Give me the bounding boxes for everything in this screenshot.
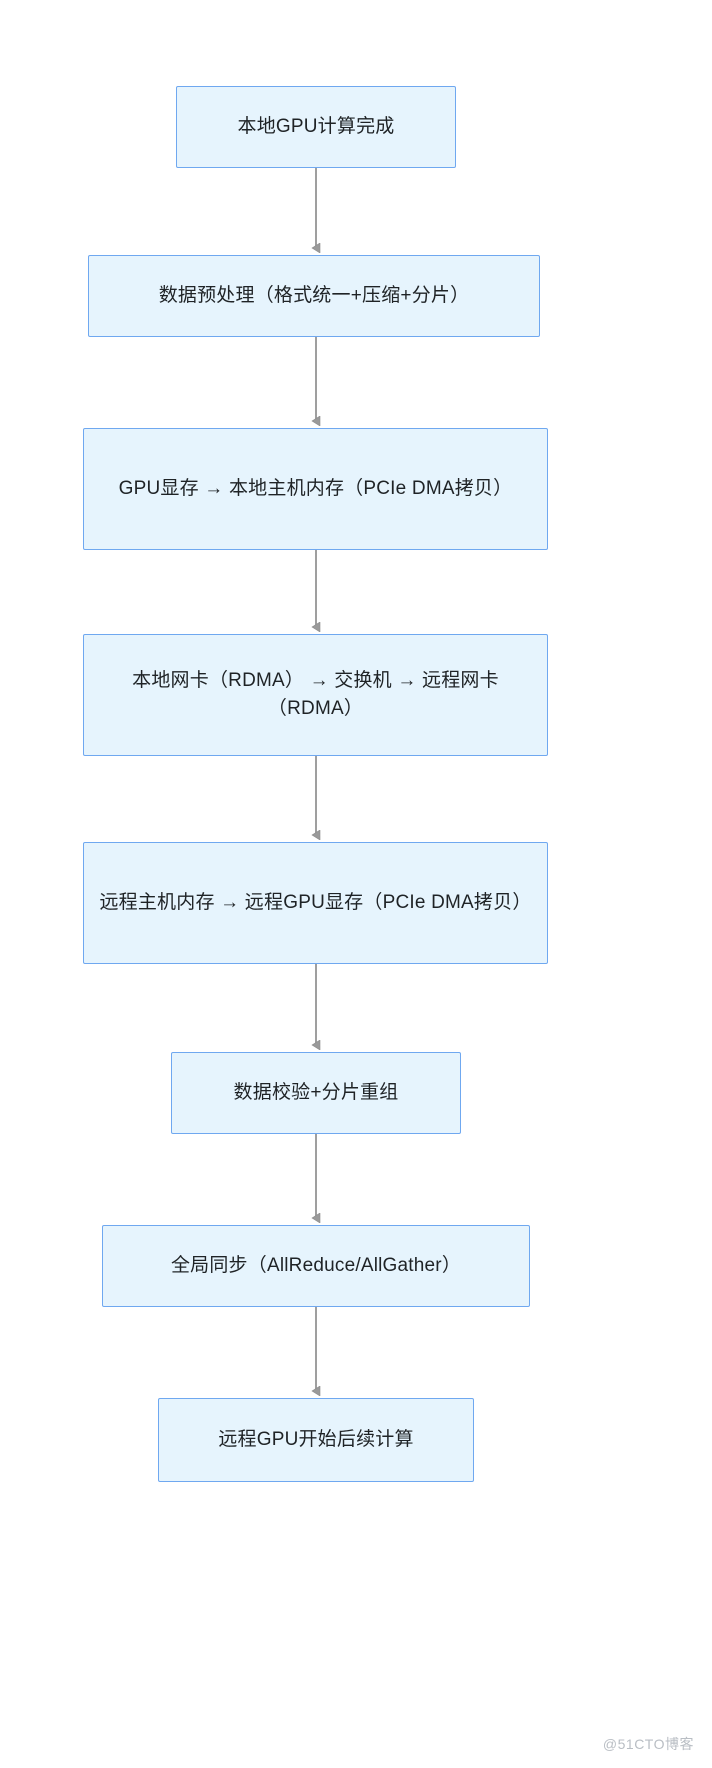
flow-node-label: 数据预处理（格式统一+压缩+分片） bbox=[158, 285, 470, 307]
watermark-text: @51CTO博客 bbox=[602, 1736, 694, 1752]
flow-node-label: 全局同步（AllReduce/AllGather） bbox=[170, 1255, 462, 1277]
flow-node-label: 远程主机内存 → 远程GPU显存（PCIe DMA拷贝） bbox=[99, 892, 532, 914]
flow-node-gpu-mem-to-host-mem[interactable]: GPU显存 → 本地主机内存（PCIe DMA拷贝） bbox=[83, 428, 548, 550]
flow-node-label: 本地GPU计算完成 bbox=[237, 116, 395, 138]
flow-node-global-sync[interactable]: 全局同步（AllReduce/AllGather） bbox=[102, 1225, 530, 1307]
flow-node-label: 远程GPU开始后续计算 bbox=[218, 1429, 414, 1451]
flow-node-label: 本地网卡（RDMA） → 交换机 → 远程网卡（RDMA） bbox=[132, 670, 499, 719]
flow-node-data-verify-reassemble[interactable]: 数据校验+分片重组 bbox=[171, 1052, 461, 1134]
flow-node-data-preprocess[interactable]: 数据预处理（格式统一+压缩+分片） bbox=[88, 255, 540, 337]
flow-node-rdma-nic-switch-remote-nic[interactable]: 本地网卡（RDMA） → 交换机 → 远程网卡（RDMA） bbox=[83, 634, 548, 756]
flow-node-label: GPU显存 → 本地主机内存（PCIe DMA拷贝） bbox=[118, 478, 513, 500]
flow-node-local-gpu-compute-done[interactable]: 本地GPU计算完成 bbox=[176, 86, 456, 168]
flow-node-label: 数据校验+分片重组 bbox=[233, 1082, 399, 1104]
flow-node-remote-host-mem-to-remote-gpu-mem[interactable]: 远程主机内存 → 远程GPU显存（PCIe DMA拷贝） bbox=[83, 842, 548, 964]
flow-node-remote-gpu-continue-compute[interactable]: 远程GPU开始后续计算 bbox=[158, 1398, 474, 1482]
